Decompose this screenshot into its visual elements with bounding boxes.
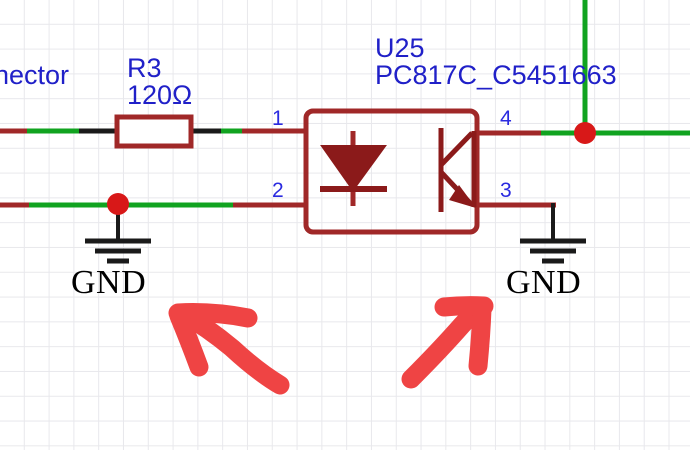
- resistor-body: [114, 114, 194, 149]
- junction-gnd-left: [107, 193, 129, 215]
- led-triangle-icon: [320, 145, 387, 192]
- phototransistor-collector-line: [439, 131, 474, 167]
- junction-net-right: [574, 122, 596, 144]
- annotation-arrow-left-head-lower: [169, 306, 209, 377]
- optocoupler-u25-symbol: [303, 108, 480, 235]
- wire-network: [0, 0, 690, 240]
- annotation-arrow-left-shaft: [172, 303, 290, 395]
- annotation-arrow-right-head-lower: [468, 299, 492, 376]
- annotation-arrow-right: [401, 296, 494, 389]
- annotation-arrow-left: [168, 303, 290, 395]
- optocoupler-body: [303, 108, 480, 235]
- phototransistor-emitter-arrow-icon: [449, 185, 476, 208]
- resistor-r3-symbol: [114, 114, 194, 149]
- gnd-symbol-right: [520, 238, 586, 264]
